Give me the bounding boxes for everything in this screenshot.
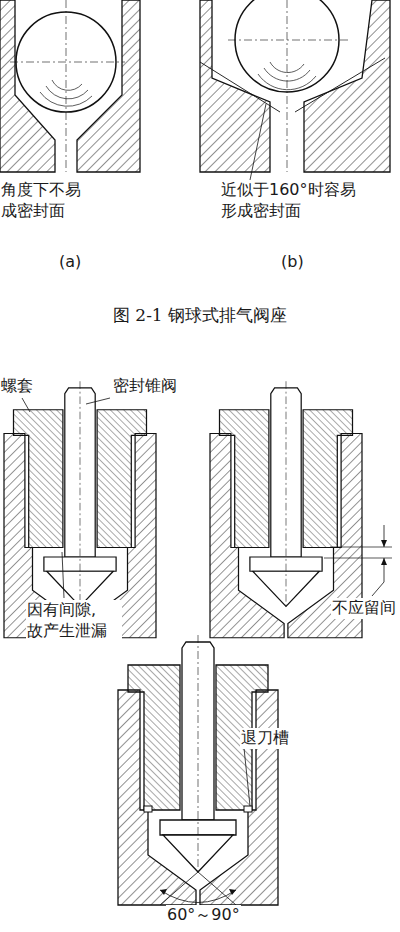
figure-label: (b) — [280, 252, 305, 273]
note-text: 角度下不易 成密封面 — [0, 180, 94, 222]
note-text: 不应留间 — [331, 598, 397, 619]
part-name: 螺套 — [0, 376, 34, 397]
note-text: 因有间隙, 故产生泄漏 — [26, 600, 122, 642]
part-name: 退刀槽 — [240, 728, 290, 749]
angle-dimension: 60°～90° — [166, 905, 241, 926]
part-name: 密封锥阀 — [112, 376, 178, 397]
figure-label: (a) — [58, 252, 82, 273]
figure-caption: 图 2-1 钢球式排气阀座 — [0, 304, 400, 327]
note-text: 近似于160°时容易 形成密封面 — [220, 180, 372, 222]
